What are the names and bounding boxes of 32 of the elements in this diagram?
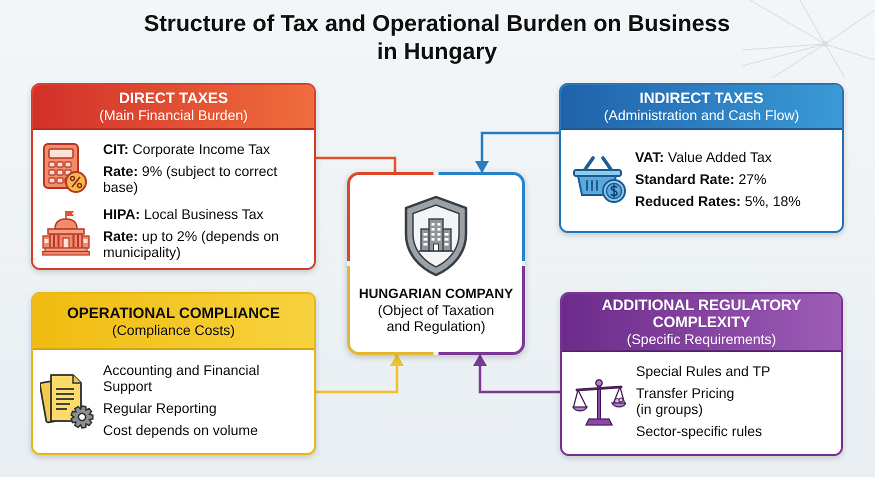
body-text: Sector-specific rules <box>636 423 764 439</box>
body-text: Regular Reporting <box>103 400 218 416</box>
category-card <box>31 83 316 270</box>
body-text: VAT: Value Added Tax <box>635 149 773 165</box>
connector-arrow <box>316 354 404 394</box>
body-text: Rate: 9% (subject to correct base) <box>103 163 278 195</box>
body-text: HIPA: Local Business Tax <box>103 206 265 222</box>
body-text: Accounting and Financial Support <box>103 362 260 394</box>
body-text: Transfer Pricing (in groups) <box>636 385 736 417</box>
company-card <box>347 172 525 355</box>
card-heading: ADDITIONAL REGULATORY COMPLEXITY <box>600 297 802 331</box>
body-text: Cost depends on volume <box>103 422 259 438</box>
card-heading: OPERATIONAL COMPLIANCE <box>67 304 280 322</box>
category-card <box>31 292 316 455</box>
card-subheading: (Specific Requirements) <box>626 331 776 347</box>
card-subheading: (Administration and Cash Flow) <box>604 107 800 123</box>
card-heading: DIRECT TAXES <box>119 90 228 107</box>
connector-arrow <box>473 354 560 394</box>
body-text: Reduced Rates: 5%, 18% <box>635 193 802 209</box>
body-text: CIT: Corporate Income Tax <box>103 141 272 157</box>
card-heading: INDIRECT TAXES <box>640 90 764 107</box>
body-text: Rate: up to 2% (depends on municipality) <box>103 228 280 260</box>
diagram-title: Structure of Tax and Operational Burden on Business in Hungary <box>142 9 732 65</box>
category-card <box>559 83 844 233</box>
card-subheading: (Main Financial Burden) <box>99 107 248 123</box>
category-card <box>560 292 843 456</box>
card-subheading: (Compliance Costs) <box>112 322 235 338</box>
connector-arrow <box>475 132 559 173</box>
body-text: Standard Rate: 27% <box>635 171 768 187</box>
body-text: Special Rules and TP <box>636 363 772 379</box>
company-heading: HUNGARIAN COMPANY <box>358 285 514 302</box>
company-subheading: (Object of Taxation and Regulation) <box>376 302 496 334</box>
